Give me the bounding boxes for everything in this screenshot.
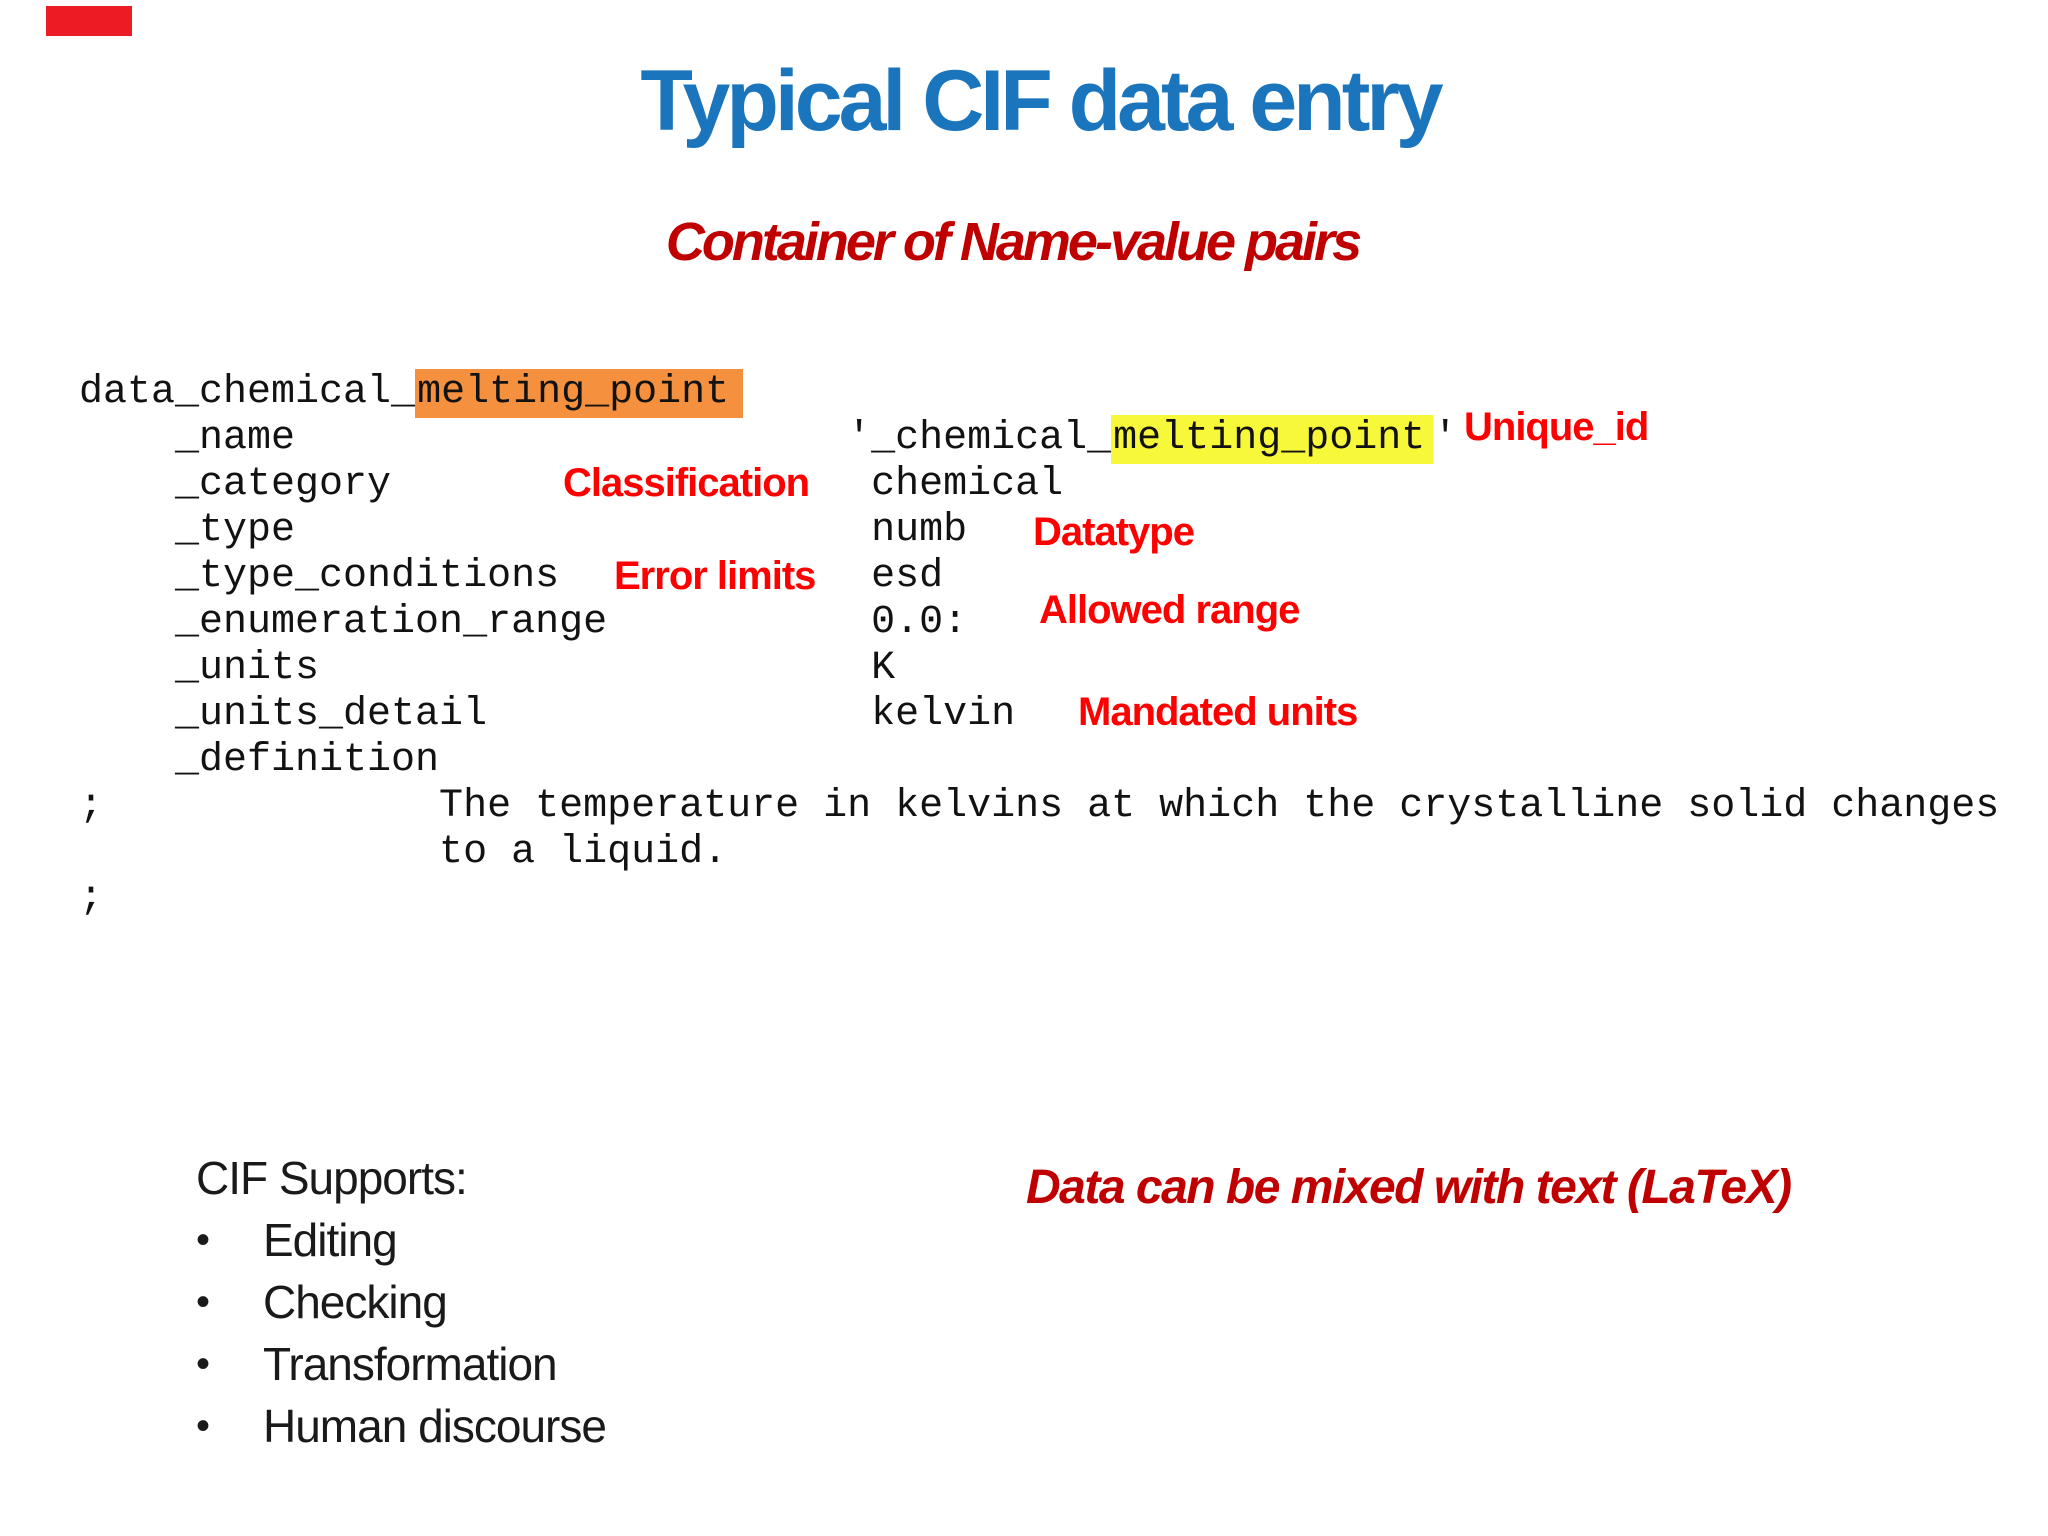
latex-note: Data can be mixed with text (LaTeX) xyxy=(1026,1161,1792,1214)
cif-supports-list: • Editing • Checking • Transformation • Huma… xyxy=(196,1209,607,1457)
slide-subtitle: Container of Name-value pairs xyxy=(665,212,1362,272)
code-line-type: _type numb xyxy=(79,508,968,553)
code-line-name: _name '_chemical_melting_point' xyxy=(79,415,1999,464)
code-line-enumeration-range: _enumeration_range 0.0: xyxy=(79,600,968,645)
annotation-allowed-range: Allowed range xyxy=(1039,588,1300,632)
annotation-error-limits: Error limits xyxy=(614,554,816,598)
annotation-classification: Classification xyxy=(563,461,810,505)
code-line-type-conditions: _type_conditions esd xyxy=(79,554,944,599)
annotation-unique-id: Unique_id xyxy=(1464,405,1649,449)
bullet-icon: • xyxy=(196,1280,210,1324)
code-line-definition-text-2: to a liquid. xyxy=(79,830,728,875)
cif-code-block: data_chemical_melting_point _name '_chem… xyxy=(79,369,2000,922)
bullet-icon: • xyxy=(196,1404,210,1448)
code-line-definition-text-1: ; The temperature in kelvins at which th… xyxy=(79,784,2000,829)
list-item-label: Checking xyxy=(263,1276,448,1328)
list-item: • Human discourse xyxy=(196,1395,607,1457)
annotation-datatype: Datatype xyxy=(1033,510,1195,554)
list-item: • Editing xyxy=(196,1209,606,1271)
bullet-icon: • xyxy=(196,1218,210,1262)
code-line-semicolon: ; xyxy=(79,876,104,921)
list-item: • Checking xyxy=(196,1271,606,1333)
annotation-mandated-units: Mandated units xyxy=(1078,690,1358,734)
code-text: data_chemical_ xyxy=(79,370,416,415)
code-line-data-block: data_chemical_melting_point xyxy=(79,369,1999,418)
red-marker xyxy=(46,6,132,36)
code-line-definition: _definition xyxy=(79,738,440,783)
code-text: _name '_chemical_ xyxy=(79,416,1112,461)
cif-supports-heading: CIF Supports: xyxy=(196,1152,468,1204)
orange-highlight: melting_point xyxy=(415,369,744,418)
page-title: Typical CIF data entry xyxy=(640,53,1443,149)
code-text: ' xyxy=(1433,416,1458,461)
list-item-label: Transformation xyxy=(263,1338,558,1390)
list-item: • Transformation xyxy=(196,1333,606,1395)
cif-supports-section: CIF Supports: • Editing • Checking • Transf… xyxy=(196,1147,607,1457)
yellow-highlight: melting_point xyxy=(1111,415,1434,464)
list-item-label: Editing xyxy=(263,1214,398,1266)
code-line-units-detail: _units_detail kelvin xyxy=(79,692,1016,737)
list-item-label: Human discourse xyxy=(263,1400,607,1452)
code-line-category: _category chemical xyxy=(79,462,1064,507)
bullet-icon: • xyxy=(196,1342,210,1386)
code-line-units: _units K xyxy=(79,646,896,691)
